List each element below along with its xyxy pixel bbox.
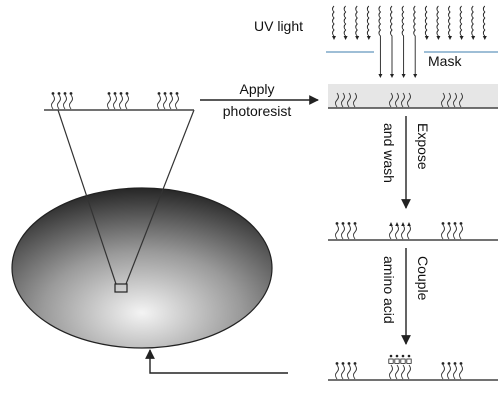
molecule-cluster-deprotected [389,222,411,240]
coupled-surface [328,354,498,381]
wafer [11,187,273,349]
molecule-cluster [441,92,463,108]
uv-ray [413,5,418,78]
amino-acid-label: amino acid [381,256,397,324]
uv-ray [332,5,336,40]
molecule-cluster [157,92,179,110]
molecule-cluster [441,362,463,380]
coupled-surface-molecules [335,354,463,380]
photoresist-surface-molecules [335,92,463,108]
molecule-cluster [441,222,463,240]
molecule-cluster [107,92,129,110]
left-surface-molecules [51,92,179,110]
uv-ray [378,5,383,78]
uv-ray [459,5,464,40]
uv-rays [332,5,487,78]
uv-ray [343,5,348,40]
exposed-surface [328,222,498,241]
and-wash-label: and wash [381,123,397,183]
molecule-cluster-coupled [388,354,412,380]
photoresist-label: photoresist [223,103,292,119]
molecule-cluster [51,92,73,110]
couple-label: Couple [415,256,431,301]
uv-ray [436,5,441,40]
expose-label: Expose [415,123,431,170]
molecule-cluster [335,362,357,380]
molecule-cluster [389,92,411,108]
uv-ray [390,5,394,78]
molecule-cluster [335,222,357,240]
uv-ray [448,5,452,40]
mask-label: Mask [428,53,462,69]
uv-light-label: UV light [254,18,303,34]
uv-ray [471,5,476,40]
molecule-cluster [335,92,357,108]
zoom-cone [57,109,195,293]
left-surface [44,92,194,111]
exposed-surface-molecules [335,222,463,240]
uv-ray [366,5,371,40]
return-arrow [145,349,288,374]
surface-with-photoresist [328,84,498,109]
apply-label: Apply [239,81,274,97]
uv-ray [482,5,487,40]
uv-ray [424,5,429,40]
uv-ray [355,5,360,40]
uv-ray [401,5,406,78]
